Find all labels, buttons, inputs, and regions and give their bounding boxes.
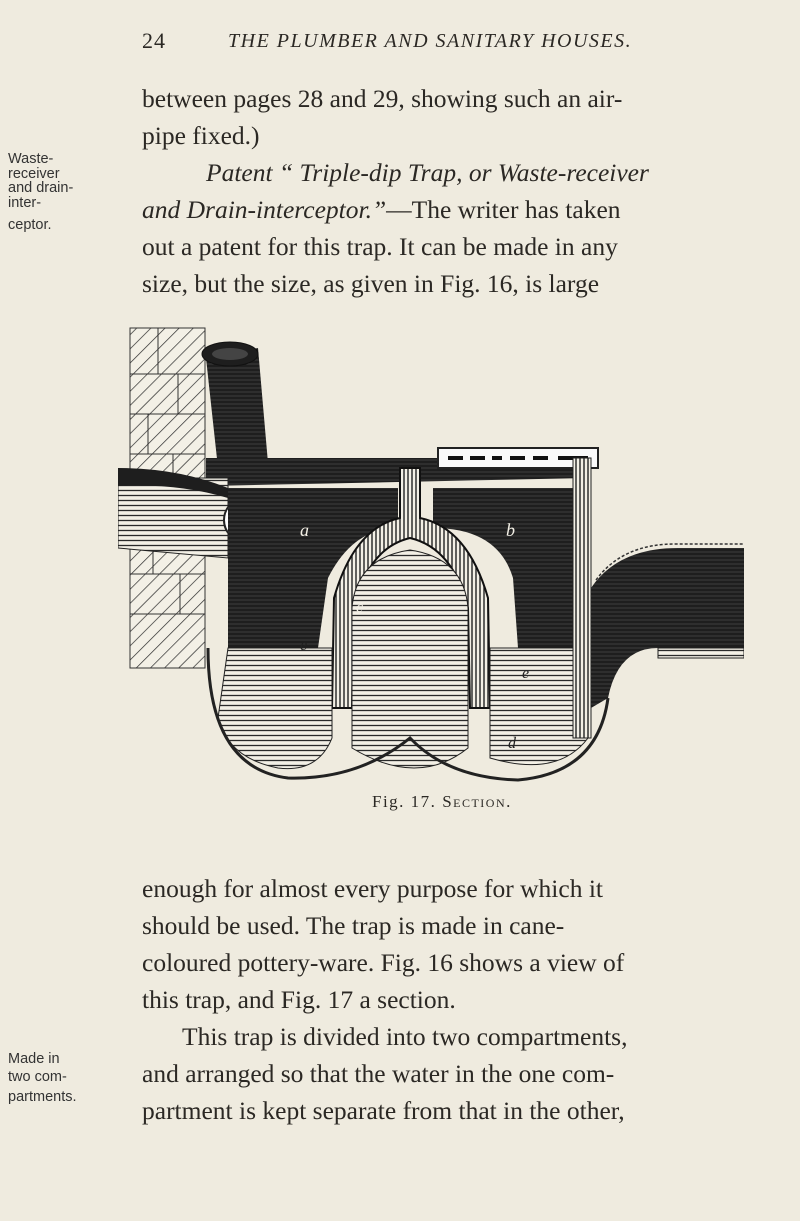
paragraph-bottom: enough for almost every purpose for whic… [142, 870, 742, 1129]
patent-title: Patent “ Triple-dip Trap, or Waste-recei… [206, 158, 649, 187]
margin-line: and drain- [8, 180, 74, 196]
text-line: between pages 28 and 29, showing such an… [142, 84, 623, 113]
text-line: This trap is divided into two compartmen… [182, 1022, 628, 1051]
text-line: and arranged so that the water in the on… [142, 1059, 615, 1088]
margin-note-waste-receiver: Waste- receiver and drain- inter- ceptor… [8, 152, 128, 233]
outlet-top-edge [595, 543, 744, 581]
compartment-a [228, 488, 398, 648]
compartment-b [433, 488, 573, 648]
margin-note-compartments: Made in two com- partments. [8, 1052, 128, 1105]
caption-fig-number: Fig. 17. [372, 792, 437, 811]
inlet-pipe [201, 341, 268, 468]
text-line: and Drain-interceptor.”—The writer has t… [142, 191, 742, 228]
running-title: THE PLUMBER AND SANITARY HOUSES. [228, 30, 633, 52]
label-e-left: e [300, 637, 307, 654]
margin-line: Waste- [8, 151, 54, 167]
text-line: partment is kept separate from that in t… [142, 1096, 625, 1125]
label-b: b [506, 520, 515, 540]
patent-title-end: and Drain-interceptor.” [142, 195, 387, 224]
text-line: size, but the size, as given in Fig. 16,… [142, 269, 600, 298]
margin-line: ceptor. [8, 217, 52, 233]
text-line: this trap, and Fig. 17 a section. [142, 985, 456, 1014]
text-fragment: —The writer has taken [386, 195, 621, 224]
text-line: enough for almost every purpose for whic… [142, 874, 604, 903]
label-e-right: e [522, 665, 529, 682]
water-middle [351, 549, 469, 769]
margin-line: inter- [8, 194, 42, 211]
text-line: pipe fixed.) [142, 121, 260, 150]
label-c: c [356, 599, 363, 616]
outlet-pipe [591, 548, 744, 708]
figure-caption: Fig. 17. Section. [372, 792, 512, 812]
outlet-hatch [657, 647, 745, 659]
label-d: d [508, 735, 517, 752]
text-line: coloured pottery-ware. Fig. 16 shows a v… [142, 948, 625, 977]
paragraph-top: between pages 28 and 29, showing such an… [142, 80, 742, 302]
text-line: out a patent for this trap. It can be ma… [142, 232, 618, 261]
margin-line: Made in [8, 1051, 60, 1067]
trap-section-svg: a b c d e e [117, 327, 745, 782]
caption-section: Section. [442, 792, 512, 811]
trap-section-illustration: a b c d e e [117, 318, 745, 788]
page-number: 24 [142, 28, 166, 53]
margin-line: partments. [8, 1089, 77, 1105]
margin-line: receiver [8, 165, 60, 182]
right-wall [572, 457, 592, 739]
text-line: should be used. The trap is made in cane… [142, 911, 565, 940]
trap-outer-bottom [206, 647, 610, 782]
label-a: a [300, 520, 309, 540]
margin-line: two com- [8, 1068, 67, 1085]
left-shell-dark [118, 468, 228, 498]
central-divider [330, 467, 492, 709]
